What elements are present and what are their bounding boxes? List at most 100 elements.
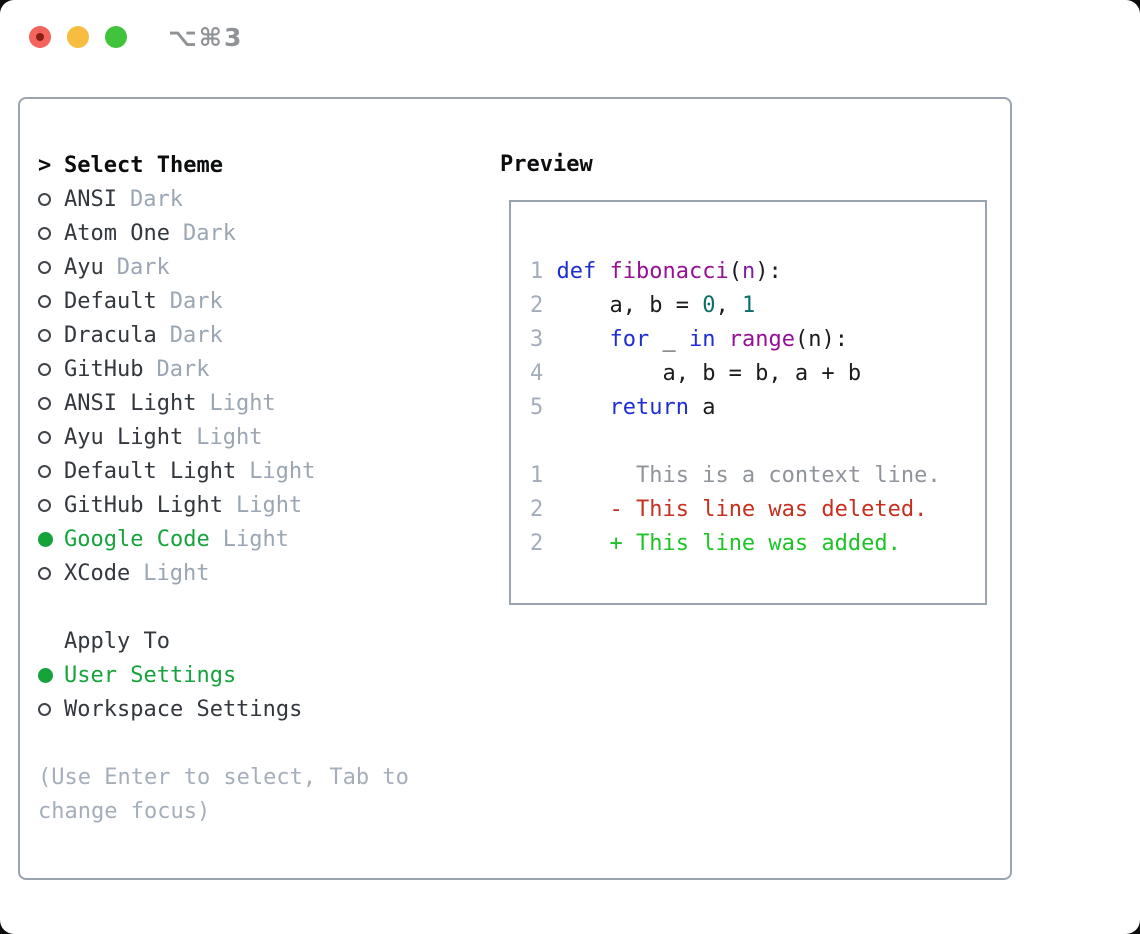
preview-line-3: 3 for _ in range(n): [530,323,985,357]
theme-option-dracula-variant-tag: Dark [169,322,223,348]
radio-icon [38,566,64,580]
theme-list-header-label: Select Theme [64,152,223,178]
theme-option-github-variant-tag: Dark [156,356,210,382]
apply-to-header: Apply To [20,624,490,658]
code-token-pl: a, b = b, a + b [556,361,862,386]
radio-icon [38,226,64,240]
code-token-pl [557,497,610,522]
theme-option-ansi-light-label: ANSI Light [64,390,197,416]
apply-to-header-label: Apply To [64,628,170,654]
code-token-pl: , [715,293,742,318]
radio-selected-icon [38,667,64,683]
theme-option-github-label: GitHub [64,356,144,382]
line-number: 2 [530,497,557,522]
theme-option-xcode-label: XCode [64,560,131,586]
line-number: 1 [530,463,557,488]
code-token-pl: ): [755,259,782,284]
theme-option-ayu-label: Ayu [64,254,104,280]
radio-selected-icon [38,531,53,547]
theme-option-atom-one-label: Atom One [64,220,170,246]
keyboard-hint-line-1: (Use Enter to select, Tab to [38,764,409,790]
radio-icon [38,430,64,444]
radio-icon [38,566,51,580]
spacer-row [20,590,490,624]
preview-line-1: 1 def fibonacci(n): [530,255,985,289]
radio-icon [38,260,64,274]
theme-option-xcode[interactable]: XCode Light [20,556,490,590]
theme-option-google-code-variant-tag: Light [222,526,289,552]
theme-option-ansi[interactable]: ANSI Dark [20,182,490,216]
code-token-ctx: This is a context line. [556,463,941,488]
line-number: 3 [530,327,557,352]
radio-icon [38,396,51,410]
preview-line-9: 2 + This line was added. [530,527,985,561]
radio-icon [38,362,51,376]
minimize-button[interactable] [67,26,89,48]
radio-icon [38,464,51,478]
theme-option-github-light-label: GitHub Light [64,492,223,518]
code-token-num: 1 [741,293,756,318]
theme-option-xcode-variant-tag: Light [143,560,210,586]
theme-option-default-light-variant-tag: Light [249,458,316,484]
radio-icon [38,498,51,512]
focus-caret-icon: > [38,153,64,178]
code-token-num: 0 [702,293,716,318]
apply-option-workspace-settings-label: Workspace Settings [64,696,303,722]
line-number: 2 [530,293,557,318]
theme-option-google-code[interactable]: Google Code Light [20,522,490,556]
theme-option-ansi-light-variant-tag: Light [209,390,276,416]
theme-option-dracula-label: Dracula [64,322,157,348]
code-token-del: - This line was deleted. [609,497,928,522]
theme-list-header: > Select Theme [20,148,490,182]
line-number: 2 [530,531,557,556]
radio-icon [38,192,64,206]
radio-icon [38,702,64,716]
theme-option-google-code-label: Google Code [64,526,210,552]
preview-line-8: 2 - This line was deleted. [530,493,985,527]
apply-option-user-settings[interactable]: User Settings [20,658,490,692]
apply-option-user-settings-label: User Settings [64,662,237,688]
preview-title: Preview [500,152,593,177]
window-title: ⌥⌘3 [168,23,244,52]
theme-option-dracula[interactable]: Dracula Dark [20,318,490,352]
spacer-row [20,726,490,760]
preview-line-6 [530,425,985,459]
preview-line-4: 4 a, b = b, a + b [530,357,985,391]
code-token-pm: n [741,259,756,284]
code-token-pl [557,395,610,420]
line-number: 5 [530,395,557,420]
code-token-pl: _ [649,327,689,352]
code-token-kw: for [609,327,650,352]
theme-option-ansi-variant-tag: Dark [129,186,183,212]
theme-option-ansi-label: ANSI [64,186,117,212]
close-button[interactable] [29,26,51,48]
theme-option-github[interactable]: GitHub Dark [20,352,490,386]
code-token-kw: def [556,259,597,284]
code-token-pl [557,327,610,352]
radio-selected-icon [38,531,64,547]
radio-selected-icon [38,667,53,683]
radio-icon [38,430,51,444]
code-token-fn: fibonacci [609,259,729,284]
theme-option-ansi-light[interactable]: ANSI Light Light [20,386,490,420]
focus-caret-icon: > [38,152,52,178]
theme-option-ayu-light-variant-tag: Light [196,424,263,450]
radio-icon [38,498,64,512]
radio-icon [38,328,51,342]
apply-option-workspace-settings[interactable]: Workspace Settings [20,692,490,726]
theme-option-default-variant-tag: Dark [169,288,223,314]
radio-icon [38,396,64,410]
line-number: 4 [530,361,557,386]
code-token-pl [715,327,728,352]
zoom-button[interactable] [105,26,127,48]
